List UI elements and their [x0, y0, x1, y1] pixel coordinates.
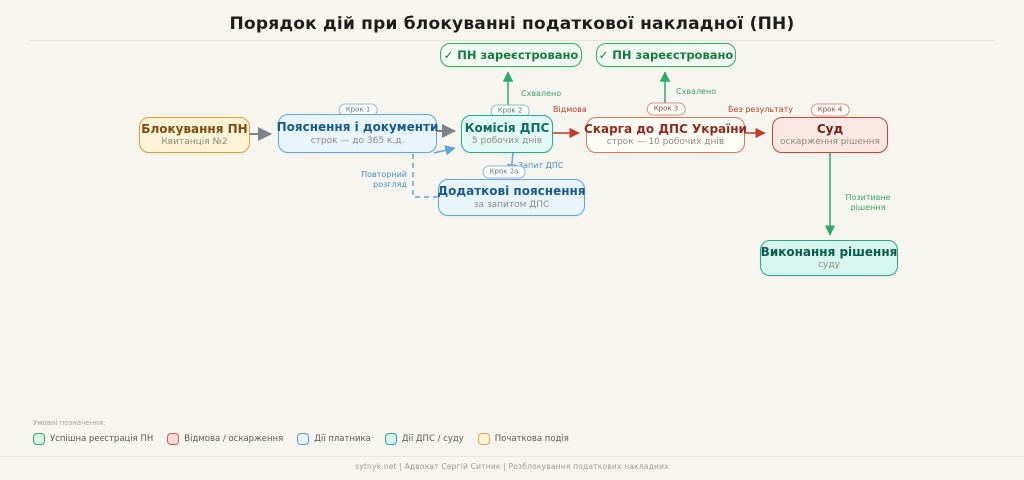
- edge-label-refusal: Відмова: [553, 105, 587, 114]
- legend-item-start: Початкова подія: [477, 433, 569, 445]
- node-explanations: Пояснення і документи строк — до 365 к.д…: [276, 114, 439, 153]
- edge-resubmit-commission: [433, 145, 456, 156]
- legend-label-refusal: Відмова / оскарження: [184, 434, 284, 444]
- page-title: Порядок дій при блокуванні податкової на…: [229, 14, 795, 34]
- legend-item-success: Успішна реєстрація ПН: [33, 433, 153, 445]
- footer-divider: [0, 456, 1024, 457]
- legend-swatch-refusal: [167, 433, 180, 445]
- node-execution: Виконання рішення суду: [760, 240, 898, 276]
- node-pn-registered-2: ✓ ПН зареєстровано: [596, 43, 736, 67]
- legend-label-taxpayer: Дії платника: [314, 434, 371, 444]
- node-pn-registered-1-label: ✓ ПН зареєстровано: [443, 47, 579, 62]
- node-execution-subtitle: суду: [818, 260, 840, 271]
- footer-credits: sytnyk.net | Адвокат Сергій Ситник | Роз…: [355, 462, 669, 471]
- step-badge-2a: Крок 2а: [482, 165, 526, 179]
- node-blocking-subtitle: Квитанція №2: [161, 137, 228, 148]
- legend-item-refusal: Відмова / оскарження: [167, 433, 283, 445]
- node-court: Суд оскарження рішення: [772, 117, 888, 153]
- node-complaint: Скарга до ДПС України строк — 10 робочих…: [584, 117, 747, 153]
- edge-repeat-review-dashed: [412, 153, 438, 198]
- node-court-subtitle: оскарження рішення: [780, 137, 880, 148]
- legend-swatch-taxpayer: [297, 433, 310, 445]
- legend: Успішна реєстрація ПН Відмова / оскаржен…: [33, 433, 569, 445]
- edge-label-repeat-review: Повторний розгляд: [361, 170, 407, 189]
- legend-heading: Умовні позначення:: [33, 419, 106, 427]
- node-commission: Комісія ДПС 5 робочих днів: [461, 115, 553, 153]
- edge-label-approved-1: Схвалено: [521, 89, 562, 98]
- title-divider: [30, 40, 994, 41]
- node-explanations-title: Пояснення і документи: [276, 120, 439, 135]
- node-blocking-title: Блокування ПН: [141, 121, 248, 136]
- edge-label-approved-2: Схвалено: [676, 87, 717, 96]
- node-pn-registered-1: ✓ ПН зареєстровано: [440, 43, 582, 67]
- edge-label-dps-request: Запит ДПС: [518, 161, 564, 170]
- legend-label-start: Початкова подія: [494, 434, 569, 444]
- legend-label-dps: Дії ДПС / суду: [401, 434, 464, 444]
- legend-item-dps: Дії ДПС / суду: [384, 433, 464, 445]
- node-pn-registered-2-label: ✓ ПН зареєстровано: [598, 47, 734, 62]
- node-additional-explanations: Додаткові пояснення за запитом ДПС: [437, 179, 586, 216]
- node-explanations-subtitle: строк — до 365 к.д.: [310, 135, 405, 146]
- legend-label-success: Успішна реєстрація ПН: [50, 434, 154, 444]
- node-blocking: Блокування ПН Квитанція №2: [139, 117, 250, 153]
- node-complaint-subtitle: строк — 10 робочих днів: [606, 137, 725, 148]
- node-additional-explanations-subtitle: за запитом ДПС: [473, 199, 550, 210]
- node-commission-title: Комісія ДПС: [464, 120, 550, 135]
- legend-item-taxpayer: Дії платника: [297, 433, 371, 445]
- node-additional-explanations-title: Додаткові пояснення: [437, 184, 586, 199]
- step-badge-3: Крок 3: [646, 102, 686, 116]
- legend-swatch-success: [33, 433, 45, 445]
- edge-label-no-result: Без результату: [728, 105, 793, 114]
- legend-swatch-start: [477, 433, 490, 445]
- node-court-title: Суд: [816, 121, 844, 136]
- legend-swatch-dps: [384, 433, 397, 445]
- step-badge-4: Крок 4: [810, 103, 850, 117]
- edge-label-positive-decision: Позитивне рішення: [845, 193, 891, 212]
- node-complaint-title: Скарга до ДПС України: [584, 121, 747, 136]
- node-execution-title: Виконання рішення: [760, 244, 898, 259]
- node-commission-subtitle: 5 робочих днів: [471, 136, 543, 147]
